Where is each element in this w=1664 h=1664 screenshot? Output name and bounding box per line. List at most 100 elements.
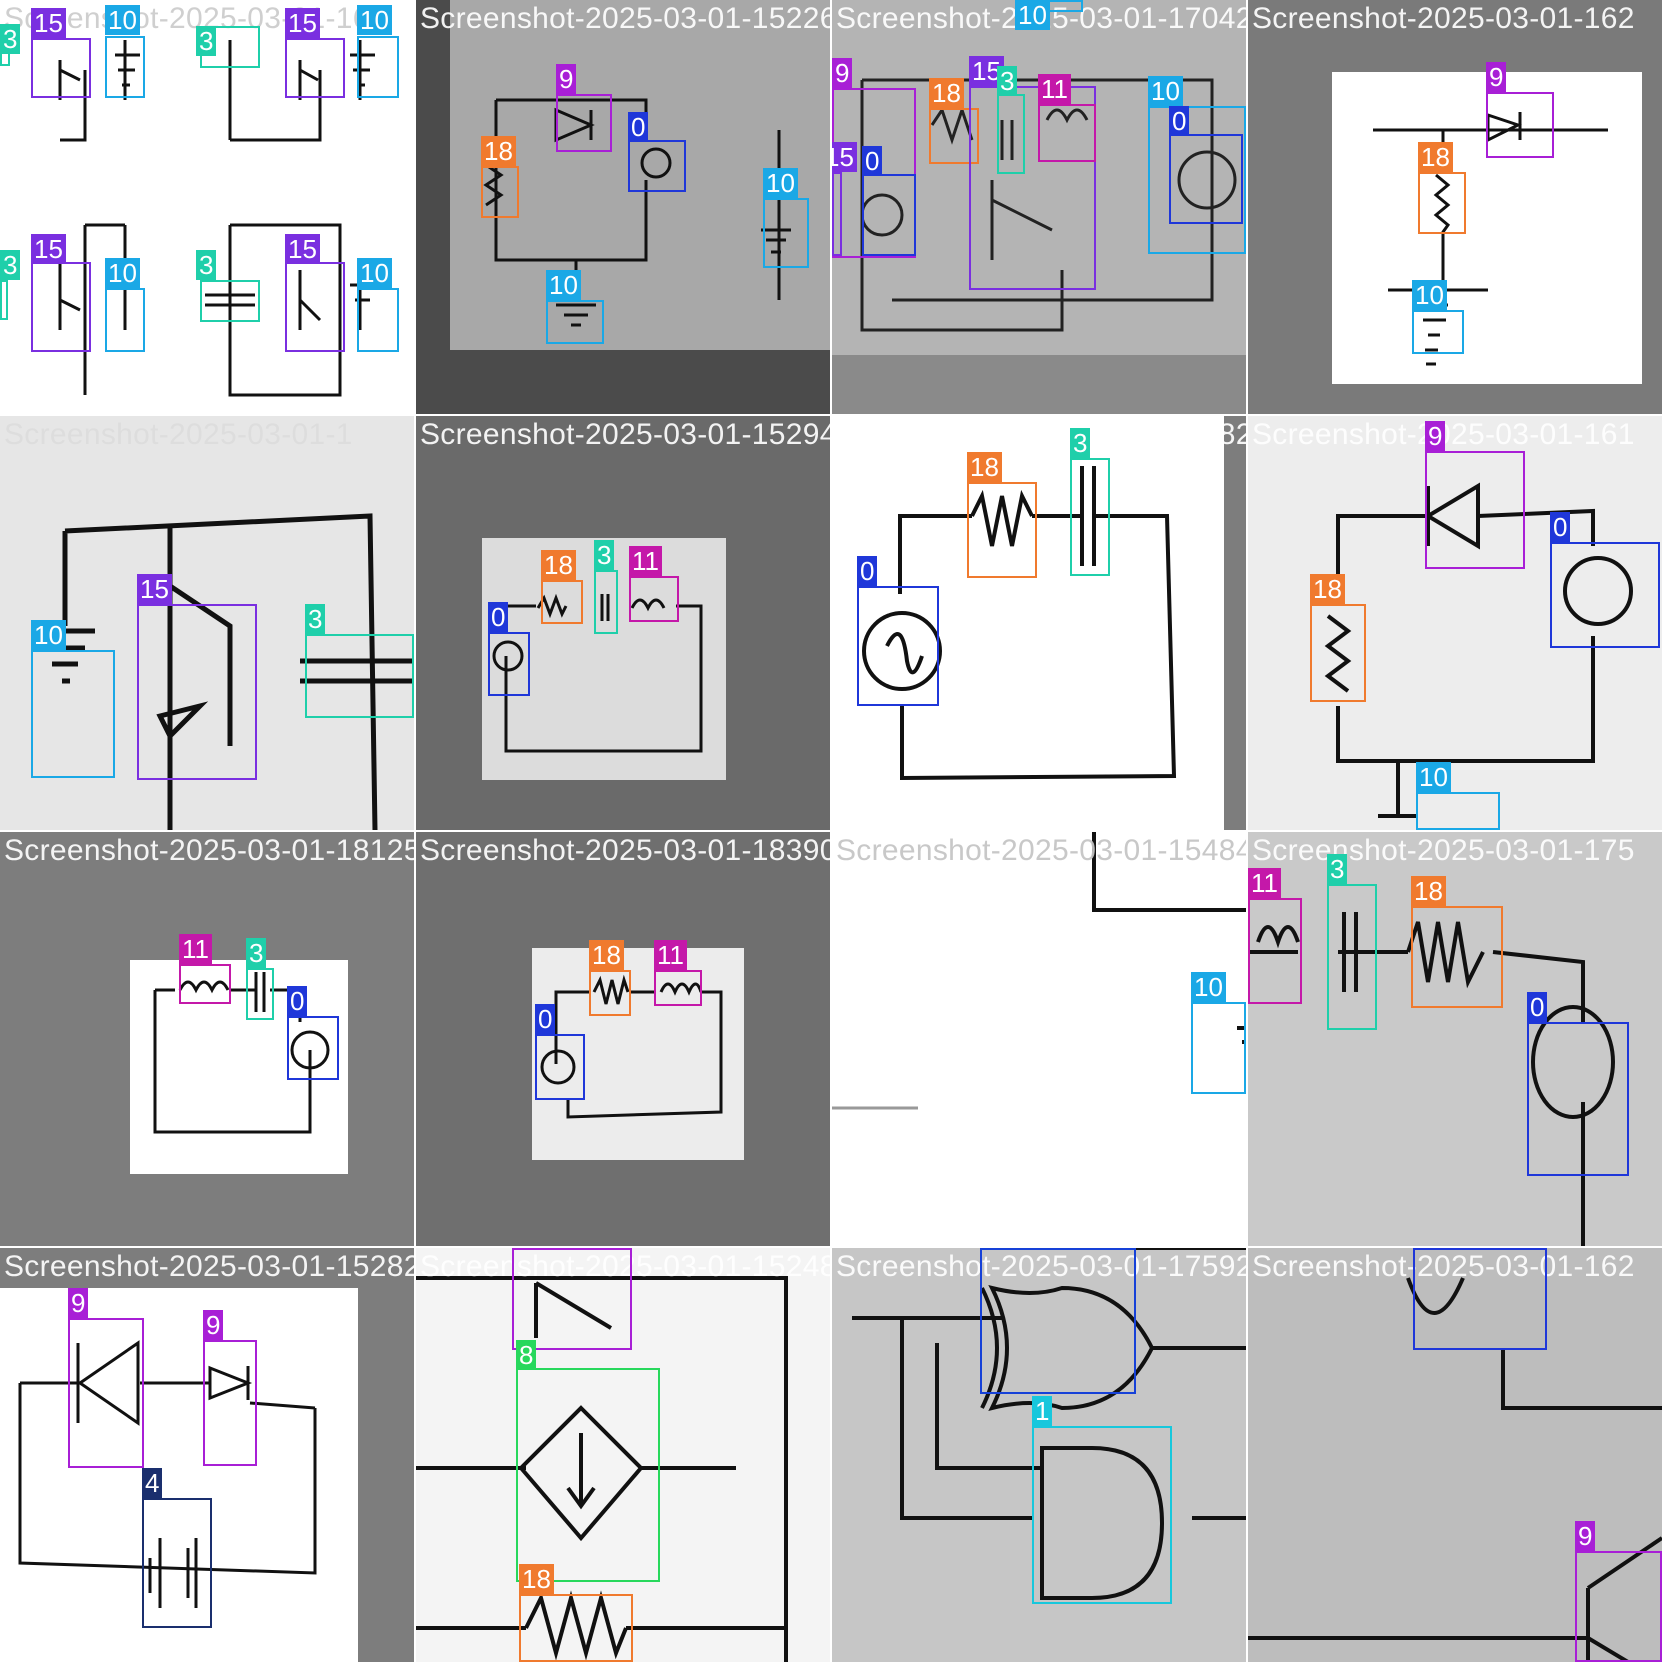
class-label: 18: [519, 1564, 554, 1594]
class-label: 0: [628, 112, 649, 142]
detection-box-3: [0, 280, 8, 320]
mosaic-tile: Screenshot-2025-03-01-18390 18 11 0: [416, 832, 830, 1246]
class-label: 15: [137, 574, 172, 604]
class-label: 9: [556, 64, 577, 94]
class-label: 3: [196, 26, 217, 56]
detection-box-0: [535, 1034, 585, 1100]
circuit-sketch: [832, 832, 1246, 1246]
circuit-sketch: [0, 832, 414, 1246]
tile-title: Screenshot-2025-03-01-1: [4, 418, 353, 451]
class-label: 9: [832, 58, 853, 88]
class-label: 18: [1411, 876, 1446, 906]
class-label: 0: [1527, 992, 1548, 1022]
detection-box-11: [629, 576, 679, 622]
class-label: 8: [516, 1340, 537, 1370]
tile-title: Screenshot-2025-03-01-17592: [836, 1250, 1246, 1283]
circuit-sketch: [0, 0, 414, 414]
detection-box-3: [1327, 884, 1377, 1030]
detection-box-3: [246, 968, 274, 1020]
class-label: 11: [629, 546, 662, 576]
detection-box-10: [357, 288, 399, 352]
mosaic-tile: Screenshot-2025-03-01-17042 10 9 18 15 3…: [832, 0, 1246, 414]
mosaic-tile: Screenshot-2025-03-01-15484 10: [832, 832, 1246, 1246]
class-label: 10: [1191, 972, 1226, 1002]
class-label: 10: [31, 620, 66, 650]
circuit-sketch: [832, 1248, 1246, 1662]
circuit-sketch: [1248, 416, 1662, 830]
detection-box-9: [556, 94, 612, 152]
detection-box-3: [594, 570, 618, 634]
class-label: 0: [1169, 106, 1190, 136]
detection-box-18: [967, 482, 1037, 578]
detection-box-10: [1412, 310, 1464, 354]
circuit-sketch: [1248, 832, 1662, 1246]
class-label: 3: [594, 540, 615, 570]
tile-title: Screenshot-2025-03-01-162: [1252, 2, 1635, 35]
class-label: 15: [832, 142, 857, 172]
class-label: 10: [357, 258, 392, 288]
class-label: 10: [357, 5, 392, 35]
class-label: 9: [1575, 1521, 1596, 1551]
circuit-sketch: [416, 416, 830, 830]
tile-title: Screenshot-2025-03-01-15248: [420, 1250, 830, 1283]
class-label: 11: [1248, 868, 1281, 898]
detection-box-0: [1527, 1022, 1629, 1176]
class-label: 10: [105, 5, 140, 35]
tile-title: Screenshot-2025-03-01-17282: [836, 418, 1246, 451]
class-label: 0: [862, 146, 883, 176]
detection-box-18: [519, 1594, 633, 1662]
circuit-sketch: [832, 416, 1246, 830]
detection-box-18: [1411, 906, 1503, 1008]
detection-box-10: [1416, 792, 1500, 830]
class-label: 10: [546, 270, 581, 300]
class-label: 18: [481, 136, 516, 166]
circuit-sketch: [416, 0, 830, 414]
detection-box-8: [516, 1368, 660, 1582]
detection-box-9: [1575, 1551, 1662, 1662]
detection-box-0: [628, 140, 686, 192]
class-label: 3: [196, 250, 217, 280]
class-label: 18: [967, 452, 1002, 482]
tile-title: Screenshot-2025-03-01-162: [1252, 1250, 1635, 1283]
detection-box-11: [1038, 104, 1096, 162]
class-label: 11: [1038, 74, 1071, 104]
class-label: 15: [31, 8, 66, 38]
detection-box-0: [1413, 1248, 1547, 1350]
class-label: 18: [589, 940, 624, 970]
detection-box-11: [654, 970, 702, 1006]
class-label: 10: [1015, 0, 1050, 30]
mosaic-tile: Screenshot-2025-03-01-161 9 0 18 10: [1248, 416, 1662, 830]
detection-box-3: [305, 634, 414, 718]
class-label: 3: [246, 938, 267, 968]
class-label: 4: [142, 1468, 163, 1498]
tile-title: Screenshot-2025-03-01-15282: [4, 1250, 414, 1283]
class-label: 3: [997, 66, 1018, 96]
detection-box-15: [969, 86, 1096, 290]
class-label: 15: [285, 8, 320, 38]
detection-box-9: [1425, 451, 1525, 569]
class-label: 0: [488, 602, 509, 632]
mosaic-tile: Screenshot-2025-03-01-1 10 15 3: [0, 416, 414, 830]
class-label: 3: [305, 604, 326, 634]
class-label: 18: [929, 78, 964, 108]
detection-box-3: [1070, 458, 1110, 576]
class-label: 10: [1416, 762, 1451, 792]
class-label: 10: [763, 168, 798, 198]
detection-box-0: [488, 632, 530, 696]
tile-title: Screenshot-2025-03-01-175: [1252, 834, 1635, 867]
detection-box-10: [546, 300, 604, 344]
mosaic-tile: Screenshot-2025-03-01-15248 9 8 18: [416, 1248, 830, 1662]
mosaic-tile: Screenshot-2025-03-01-175 11 3 18 0: [1248, 832, 1662, 1246]
detection-box-10: [357, 36, 399, 98]
detection-box-18: [481, 166, 519, 218]
class-label: 9: [1486, 62, 1507, 92]
class-label: 0: [535, 1004, 556, 1034]
class-label: 10: [105, 258, 140, 288]
mosaic-tile: Screenshot-2025-03-01-18125 11 3 0: [0, 832, 414, 1246]
mosaic-tile: Screenshot-2025-03-01-15226 9 18 0 10 10: [416, 0, 830, 414]
detection-box-9: [203, 1340, 257, 1466]
circuit-sketch: [416, 1248, 830, 1662]
mosaic-tile: Screenshot-2025-03-01-15282 9 9 4: [0, 1248, 414, 1662]
class-label: 11: [179, 934, 212, 964]
